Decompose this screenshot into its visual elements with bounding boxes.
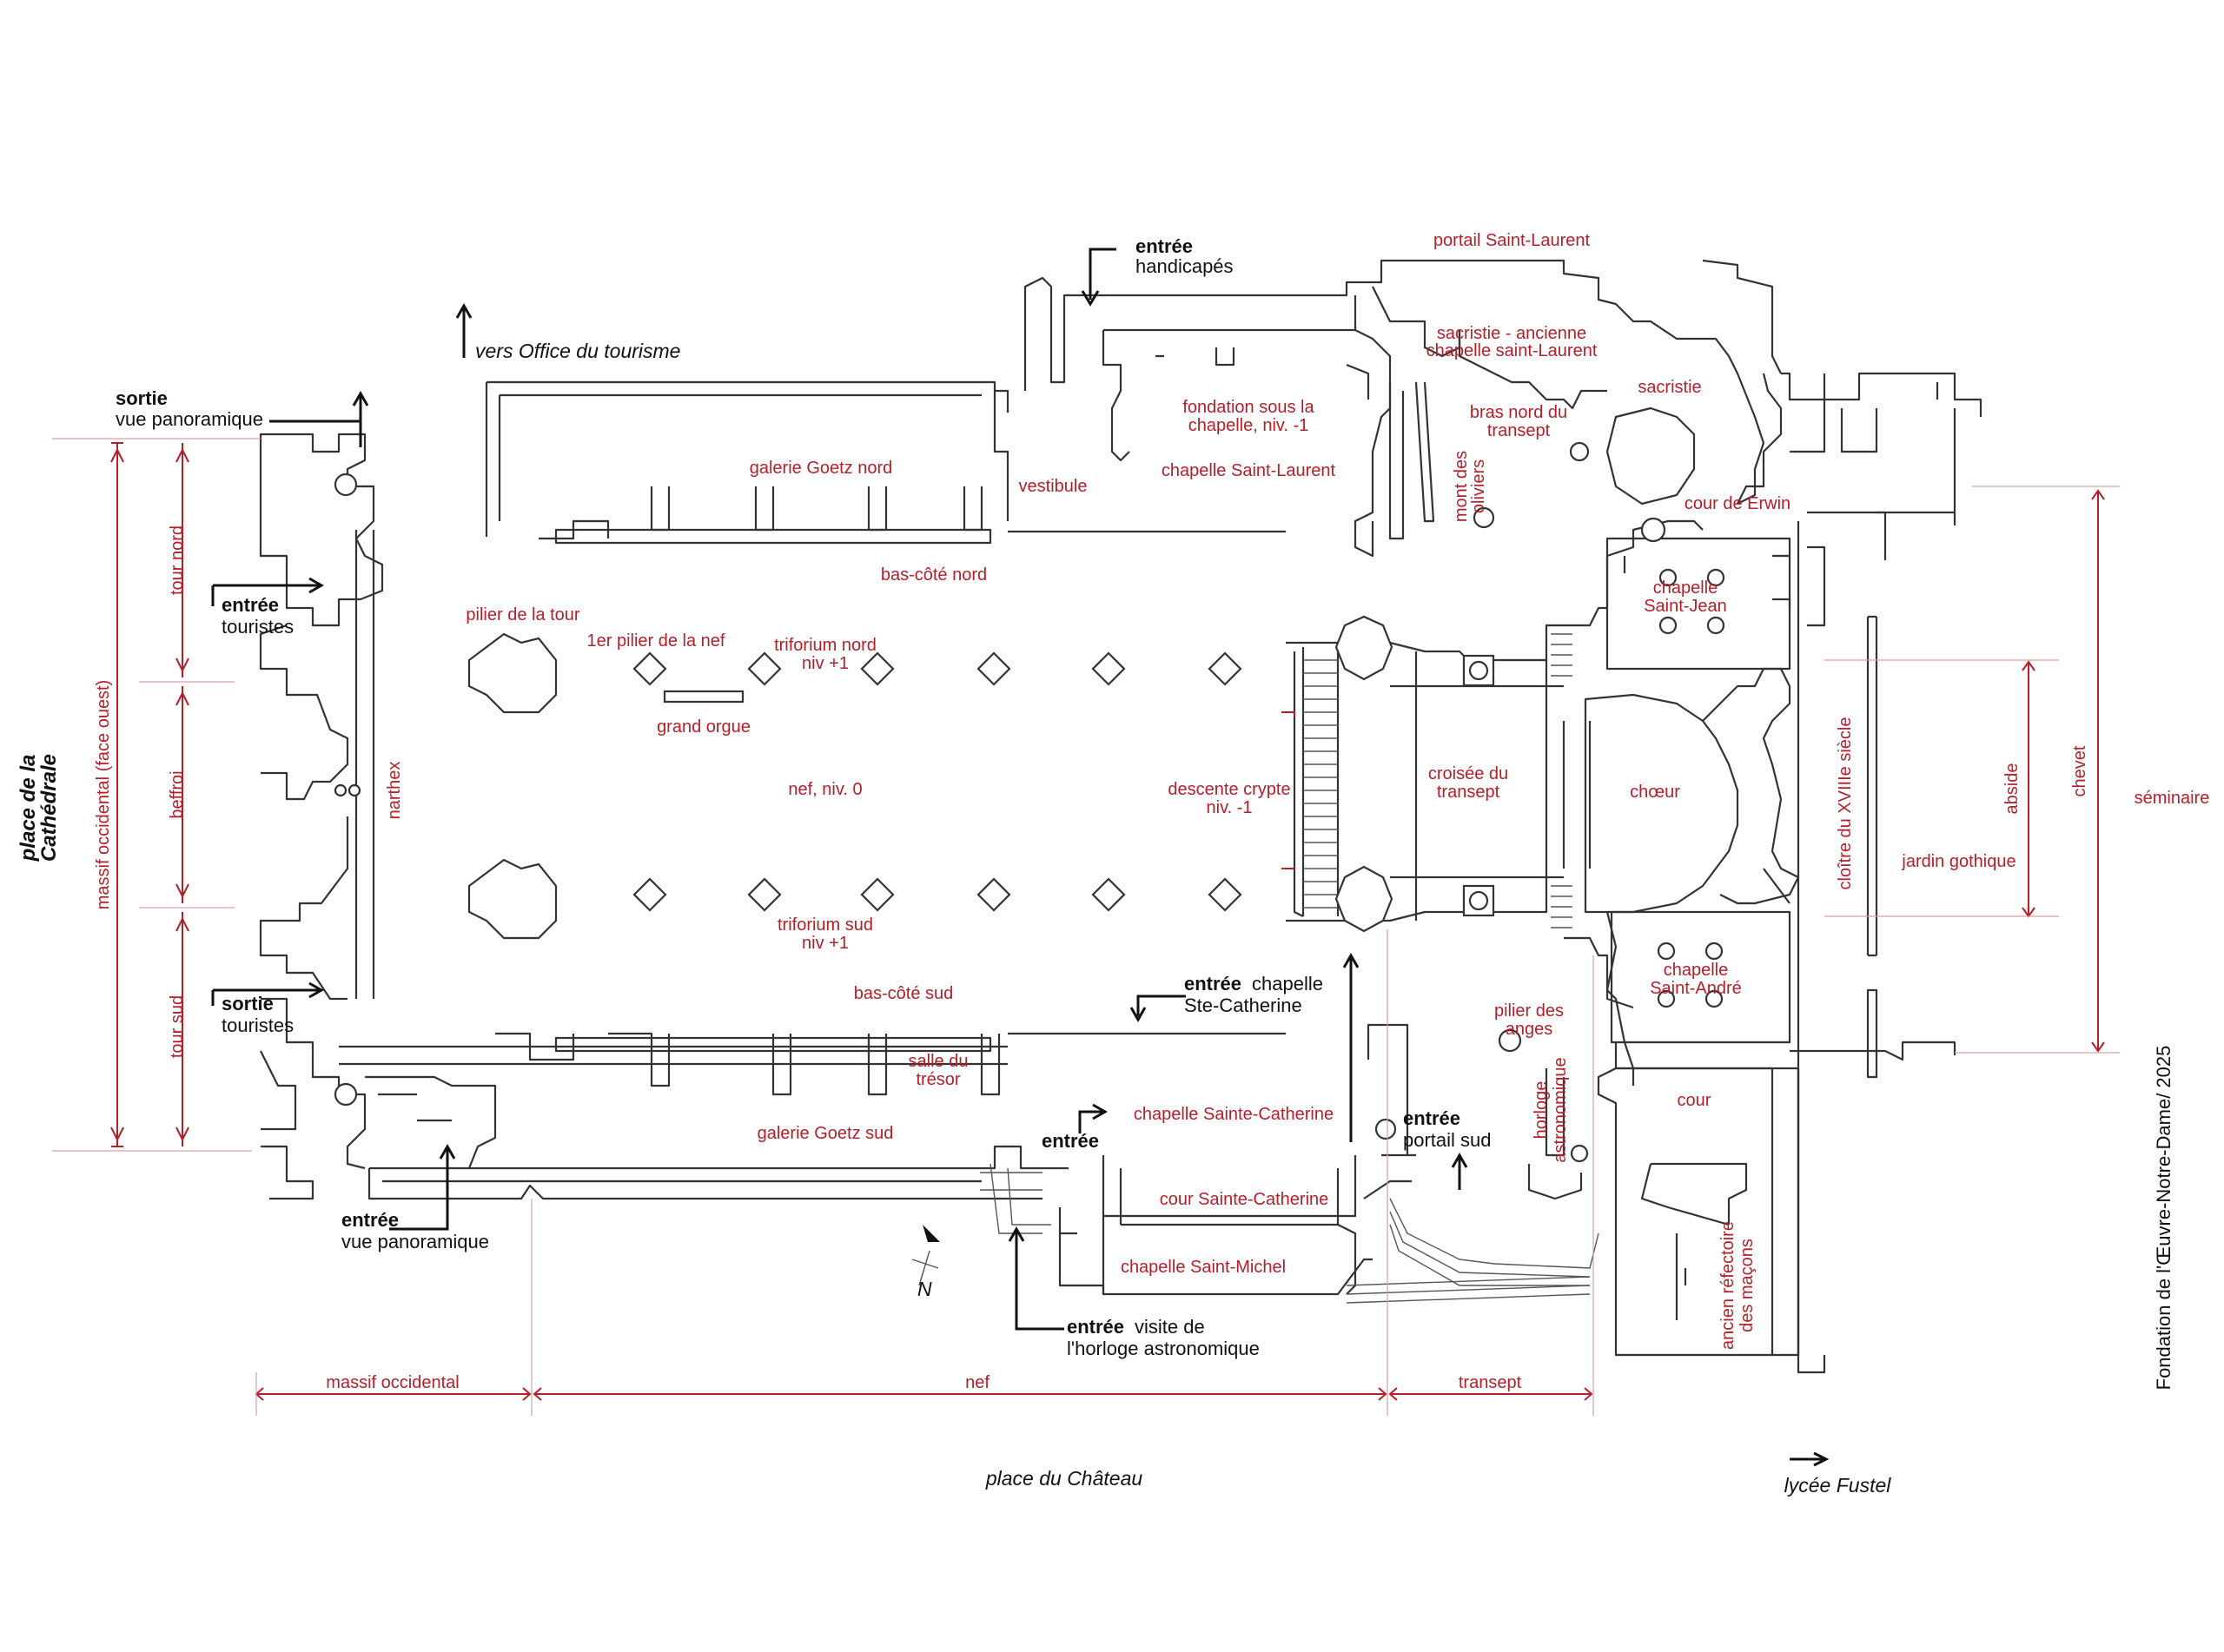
entree-simple-bold: entrée: [1042, 1130, 1099, 1152]
nave-piers: [334, 441, 1725, 1163]
entree-horloge-bold: entrée: [1067, 1316, 1124, 1338]
north-label: N: [917, 1278, 932, 1300]
entree-chapelle-bold: entrée: [1184, 973, 1241, 995]
label-vestibule: vestibule: [1019, 477, 1088, 496]
label-premier-pilier: 1er pilier de la nef: [587, 631, 725, 651]
dim-nef: nef: [965, 1373, 990, 1392]
label-sacristie-ancienne-2: chapelle saint-Laurent: [1426, 341, 1598, 360]
sortie-panoramique-bold: sortie: [116, 387, 168, 409]
label-beffroi: beffroi: [168, 770, 187, 818]
label-triforium-sud-2: niv +1: [802, 934, 849, 953]
label-triforium-nord-2: niv +1: [802, 654, 849, 673]
entrance-arrows: [211, 248, 1830, 1467]
label-place-cathedrale-2: Cathédrale: [37, 754, 61, 862]
label-lycee-fustel: lycée Fustel: [1784, 1474, 1892, 1497]
entree-horloge: visite de: [1135, 1316, 1205, 1338]
label-grand-orgue: grand orgue: [657, 717, 751, 737]
label-salle-tresor-2: trésor: [916, 1070, 960, 1089]
label-chapelle-saint-andre-2: Saint-André: [1650, 979, 1742, 998]
entree-chapelle: chapelle: [1252, 973, 1323, 995]
label-salle-tresor: salle du: [909, 1052, 969, 1071]
entree-horloge-2: l'horloge astronomique: [1067, 1338, 1260, 1359]
entree-chapelle-2: Ste-Catherine: [1184, 995, 1302, 1016]
label-place-chateau: place du Château: [985, 1467, 1143, 1490]
label-cour: cour: [1678, 1091, 1711, 1110]
label-horloge: horloge: [1532, 1081, 1551, 1140]
label-refectoire-2: des maçons: [1738, 1239, 1757, 1332]
grand-orgue-shape: [663, 690, 745, 704]
label-place-cathedrale: place de la: [17, 755, 40, 862]
label-refectoire: ancien réfectoire: [1718, 1221, 1738, 1350]
label-chevet: chevet: [2070, 745, 2089, 796]
label-galerie-goetz-sud: galerie Goetz sud: [758, 1124, 894, 1143]
label-fondation-2: chapelle, niv. -1: [1188, 416, 1309, 435]
label-abside: abside: [2002, 763, 2022, 815]
label-pilier-anges: pilier des: [1494, 1001, 1564, 1021]
pier-row-north: [632, 651, 1242, 686]
label-descente-crypte: descente crypte: [1168, 780, 1290, 799]
label-triforium-nord: triforium nord: [774, 636, 877, 655]
label-tour-nord: tour nord: [168, 525, 187, 595]
label-bras-nord: bras nord du: [1470, 403, 1567, 422]
label-chapelle-sainte-catherine: chapelle Sainte-Catherine: [1134, 1105, 1334, 1124]
label-narthex: narthex: [385, 762, 404, 820]
label-croisee-2: transept: [1437, 783, 1500, 802]
dimension-lines: [52, 438, 2120, 1416]
pier-row-south: [632, 877, 1242, 912]
label-descente-crypte-2: niv. -1: [1207, 798, 1253, 817]
plan-walls: [259, 259, 1982, 1374]
label-jardin-gothique: jardin gothique: [1901, 852, 2016, 871]
label-fondation: fondation sous la: [1182, 398, 1314, 417]
label-portail-saint-laurent: portail Saint-Laurent: [1433, 231, 1591, 250]
label-mont-oliviers: mont des: [1452, 451, 1471, 522]
label-cour-sainte-catherine: cour Sainte-Catherine: [1160, 1190, 1329, 1209]
label-cour-erwin: cour de Erwin: [1685, 494, 1790, 513]
entrance-labels: entrée handicapés sortie vue panoramique…: [116, 235, 1492, 1359]
dimension-labels: massif occidental nef transept: [326, 1373, 1521, 1392]
label-choeur: chœur: [1630, 783, 1680, 802]
sortie-touristes-bold: sortie: [222, 993, 274, 1014]
label-tour-sud: tour sud: [168, 995, 187, 1058]
entree-touristes: touristes: [222, 616, 294, 638]
label-triforium-sud: triforium sud: [778, 915, 873, 935]
dim-massif-occidental: massif occidental: [326, 1373, 459, 1392]
label-bras-nord-2: transept: [1487, 421, 1551, 440]
label-chapelle-saint-laurent: chapelle Saint-Laurent: [1162, 461, 1336, 480]
label-pilier-anges-2: anges: [1506, 1020, 1553, 1039]
label-seminaire: séminaire: [2135, 789, 2210, 808]
label-chapelle-saint-andre: chapelle: [1664, 961, 1729, 980]
sortie-touristes: touristes: [222, 1014, 294, 1036]
label-office-tourisme: vers Office du tourisme: [475, 340, 680, 362]
dim-transept: transept: [1459, 1373, 1522, 1392]
entree-panoramique: vue panoramique: [341, 1231, 489, 1252]
label-nef-niv0: nef, niv. 0: [788, 780, 862, 799]
label-galerie-goetz-nord: galerie Goetz nord: [750, 459, 893, 478]
label-sacristie: sacristie: [1638, 378, 1701, 397]
pilier-des-anges-shape: [1498, 1028, 1522, 1053]
label-bas-cote-nord: bas-côté nord: [881, 565, 987, 585]
crypt-stairs: [1293, 633, 1572, 928]
entree-portail: portail sud: [1403, 1129, 1492, 1151]
label-horloge-2: astronomique: [1551, 1057, 1570, 1162]
entree-portail-bold: entrée: [1403, 1107, 1460, 1129]
label-cloitre: cloître du XVIIIe siècle: [1836, 717, 1855, 890]
place-labels: vers Office du tourisme place de la Cath…: [17, 340, 2174, 1497]
label-sacristie-ancienne: sacristie - ancienne: [1437, 324, 1586, 343]
label-pilier-tour: pilier de la tour: [466, 605, 580, 624]
label-bas-cote-sud: bas-côté sud: [854, 984, 954, 1003]
label-chapelle-saint-michel: chapelle Saint-Michel: [1121, 1258, 1286, 1277]
entree-handicapes: handicapés: [1135, 255, 1234, 277]
credit-text: Fondation de l'Œuvre-Notre-Dame/ 2025: [2153, 1046, 2174, 1391]
entree-panoramique-bold: entrée: [341, 1209, 399, 1231]
sortie-panoramique: vue panoramique: [116, 408, 263, 430]
label-chapelle-saint-jean: chapelle: [1653, 578, 1718, 598]
label-chapelle-saint-jean-2: Saint-Jean: [1644, 597, 1727, 616]
label-croisee: croisée du: [1428, 764, 1508, 783]
label-mont-oliviers-2: oliviers: [1469, 459, 1488, 513]
room-labels: portail Saint-Laurent sacristie - ancien…: [94, 231, 2209, 1350]
entree-touristes-bold: entrée: [222, 594, 279, 616]
label-massif-face-ouest: massif occidental (face ouest): [94, 680, 113, 910]
entree-handicapes-bold: entrée: [1135, 235, 1193, 257]
